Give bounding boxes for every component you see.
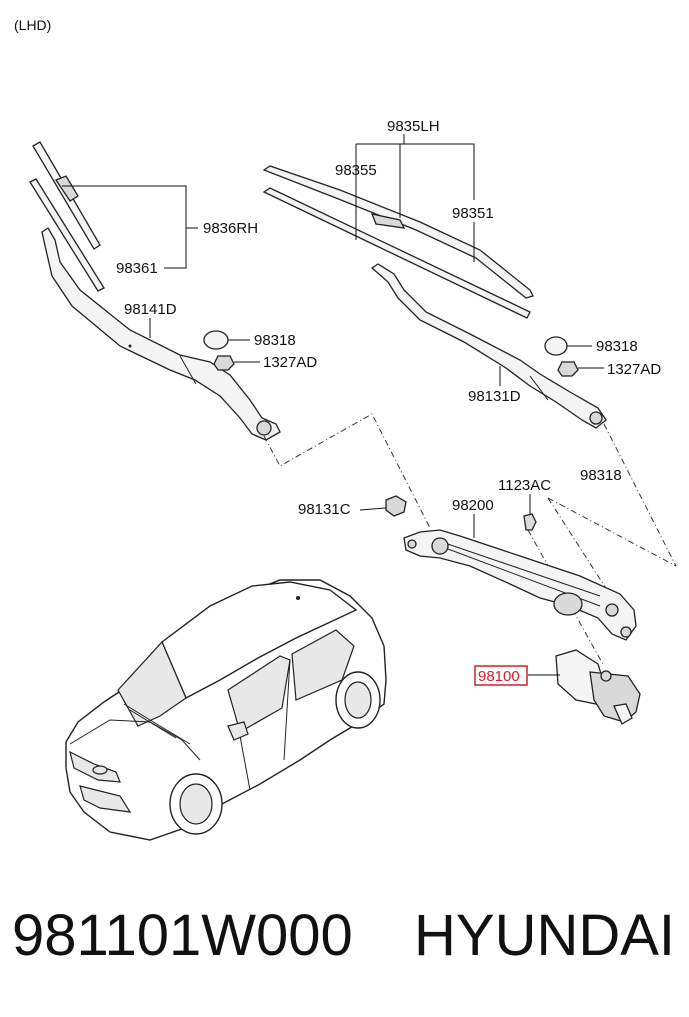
label-98318-far: 98318 — [580, 467, 622, 484]
car-illustration — [65, 579, 387, 841]
rh-leaders — [62, 185, 198, 269]
label-9835lh: 9835LH — [387, 118, 440, 135]
label-98318-left: 98318 — [254, 332, 296, 349]
motor-highlight-box — [474, 665, 528, 686]
label-98351: 98351 — [452, 205, 494, 222]
rh-wiper-blade — [29, 141, 105, 292]
pivot-cap — [359, 495, 407, 517]
label-98131c: 98131C — [298, 501, 351, 518]
label-1327ad-left: 1327AD — [263, 354, 317, 371]
label-1123ac: 1123AC — [498, 477, 551, 494]
rh-wiper-arm — [41, 227, 281, 441]
lh-leaders — [355, 134, 475, 262]
wiper-motor — [528, 649, 641, 725]
nut-left — [213, 355, 260, 371]
label-98100: 98100 — [478, 668, 520, 685]
label-1327ad-right: 1327AD — [607, 361, 661, 378]
parts-diagram: (LHD) 9836RH 98361 98141D 98318 1327AD — [14, 17, 677, 841]
label-98141d: 98141D — [124, 301, 177, 318]
wiper-linkage — [403, 514, 637, 641]
lh-wiper-arm — [370, 263, 607, 429]
label-98200: 98200 — [452, 497, 494, 514]
bolt — [523, 494, 537, 531]
cap-left — [203, 330, 250, 350]
part-number: 981101W000 — [12, 903, 353, 968]
label-98318-right: 98318 — [596, 338, 638, 355]
brand-name: HYUNDAI — [414, 903, 676, 968]
variant-label: (LHD) — [14, 17, 51, 33]
nut-right — [557, 361, 604, 377]
guide-lines — [263, 413, 677, 667]
label-98355: 98355 — [335, 162, 377, 179]
label-9836rh: 9836RH — [203, 220, 258, 237]
label-98361: 98361 — [116, 260, 158, 277]
cap-right — [544, 336, 592, 356]
lh-wiper-blade — [262, 165, 534, 319]
label-98131d: 98131D — [468, 388, 521, 405]
